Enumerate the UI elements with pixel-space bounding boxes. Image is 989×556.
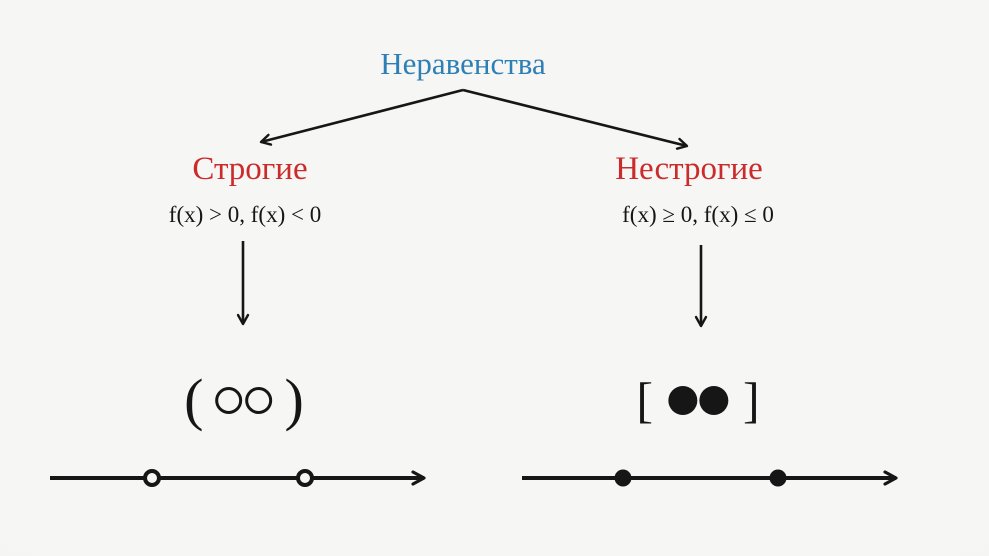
strict-interval-notation: ( ) [184,370,304,430]
open-point [143,469,161,487]
diagram-title: Неравенства [380,46,546,81]
branch-arrow-left [259,88,464,146]
filled-circle-symbol [699,385,728,415]
nonstrict-interval-notation: [ ] [636,370,759,430]
strict-branch-formula: f(x) > 0, f(x) < 0 [168,202,322,227]
open-circle-symbol [245,386,273,414]
nonstrict-branch-label: Нестрогие [615,151,763,187]
open-point [296,469,314,487]
open-circle-symbol [215,386,243,414]
filled-point [769,469,787,487]
strict-endpoints [215,386,273,414]
strict-branch-label: Строгие [192,151,308,187]
nonstrict-endpoints [668,385,728,415]
close-paren-symbol: ) [284,367,304,432]
open-paren-symbol: ( [184,367,204,432]
nonstrict-branch-formula: f(x) ≥ 0, f(x) ≤ 0 [622,202,774,227]
open-bracket-symbol: [ [636,372,653,428]
filled-point [614,469,632,487]
close-bracket-symbol: ] [743,372,760,428]
filled-circle-symbol [668,385,697,415]
branch-arrow-right [462,88,689,150]
